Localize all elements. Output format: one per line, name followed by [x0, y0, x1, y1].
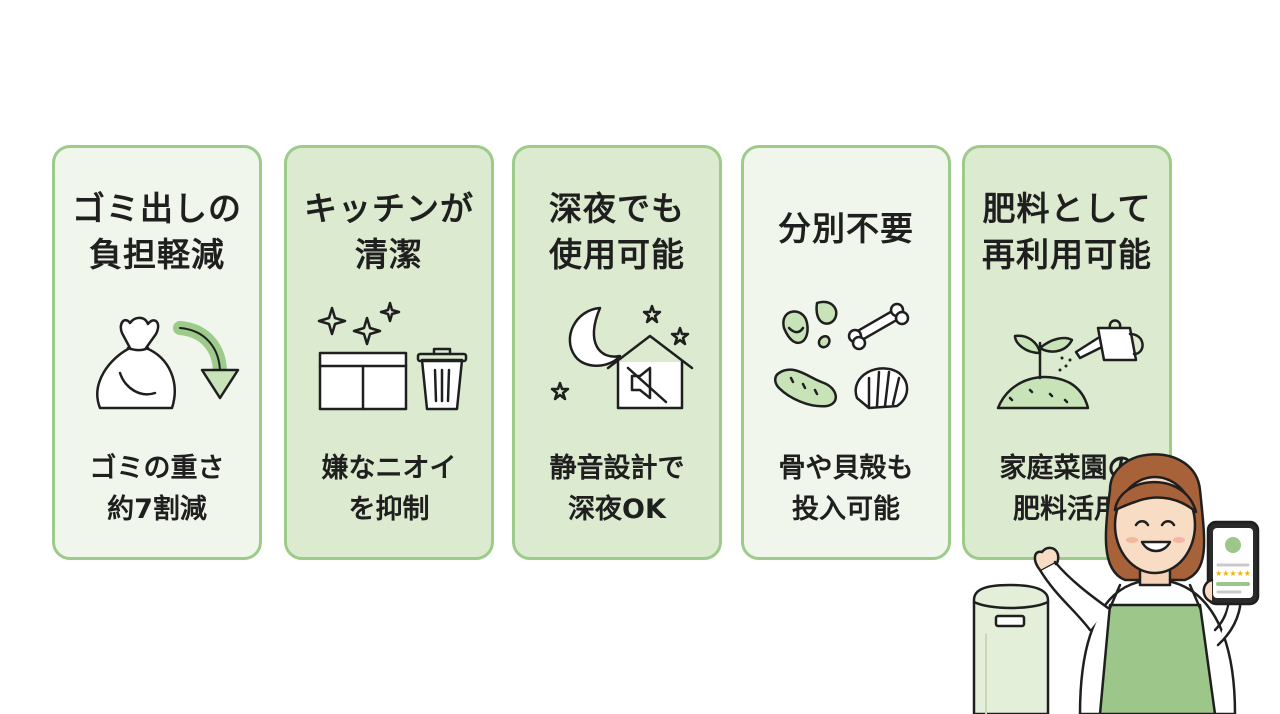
smartphone-icon: ★★★★★: [1202, 520, 1260, 606]
card-description: 骨や貝殻も 投入可能: [778, 453, 914, 525]
food-scraps-icon: [774, 300, 910, 410]
compost-machine-icon: [972, 583, 1050, 714]
card-title: 肥料として 再利用可能: [982, 189, 1152, 274]
feature-card-3: 深夜でも 使用可能 静音設計で 深夜OK: [512, 145, 722, 560]
card-title: キッチンが 清潔: [304, 189, 474, 274]
plant-watering-icon: [996, 319, 1144, 410]
card-title: ゴミ出しの 負担軽減: [72, 189, 242, 274]
card-title: 分別不要: [778, 209, 914, 248]
feature-card-1: ゴミ出しの 負担軽減 ゴミの重さ 約7割減: [52, 145, 262, 560]
card-title: 深夜でも 使用可能: [549, 189, 685, 274]
card-description: 嫌なニオイ を抑制: [321, 453, 457, 525]
woman-with-phone-illustration: ★★★★★: [972, 453, 1260, 714]
feature-card-4: 分別不要 骨や貝殻も 投入可能: [741, 145, 951, 560]
feature-card-2: キッチンが 清潔 嫌なニオイ を抑制: [284, 145, 494, 560]
card-description: ゴミの重さ 約7割減: [89, 453, 225, 525]
woman-illustration: [1033, 453, 1243, 714]
clean-kitchen-icon: [317, 301, 468, 411]
rating-stars: ★★★★★: [1215, 569, 1251, 578]
card-description: 静音設計で 深夜OK: [549, 453, 685, 525]
trash-bag-icon: [96, 316, 240, 410]
moon-house-mute-icon: [550, 304, 694, 410]
